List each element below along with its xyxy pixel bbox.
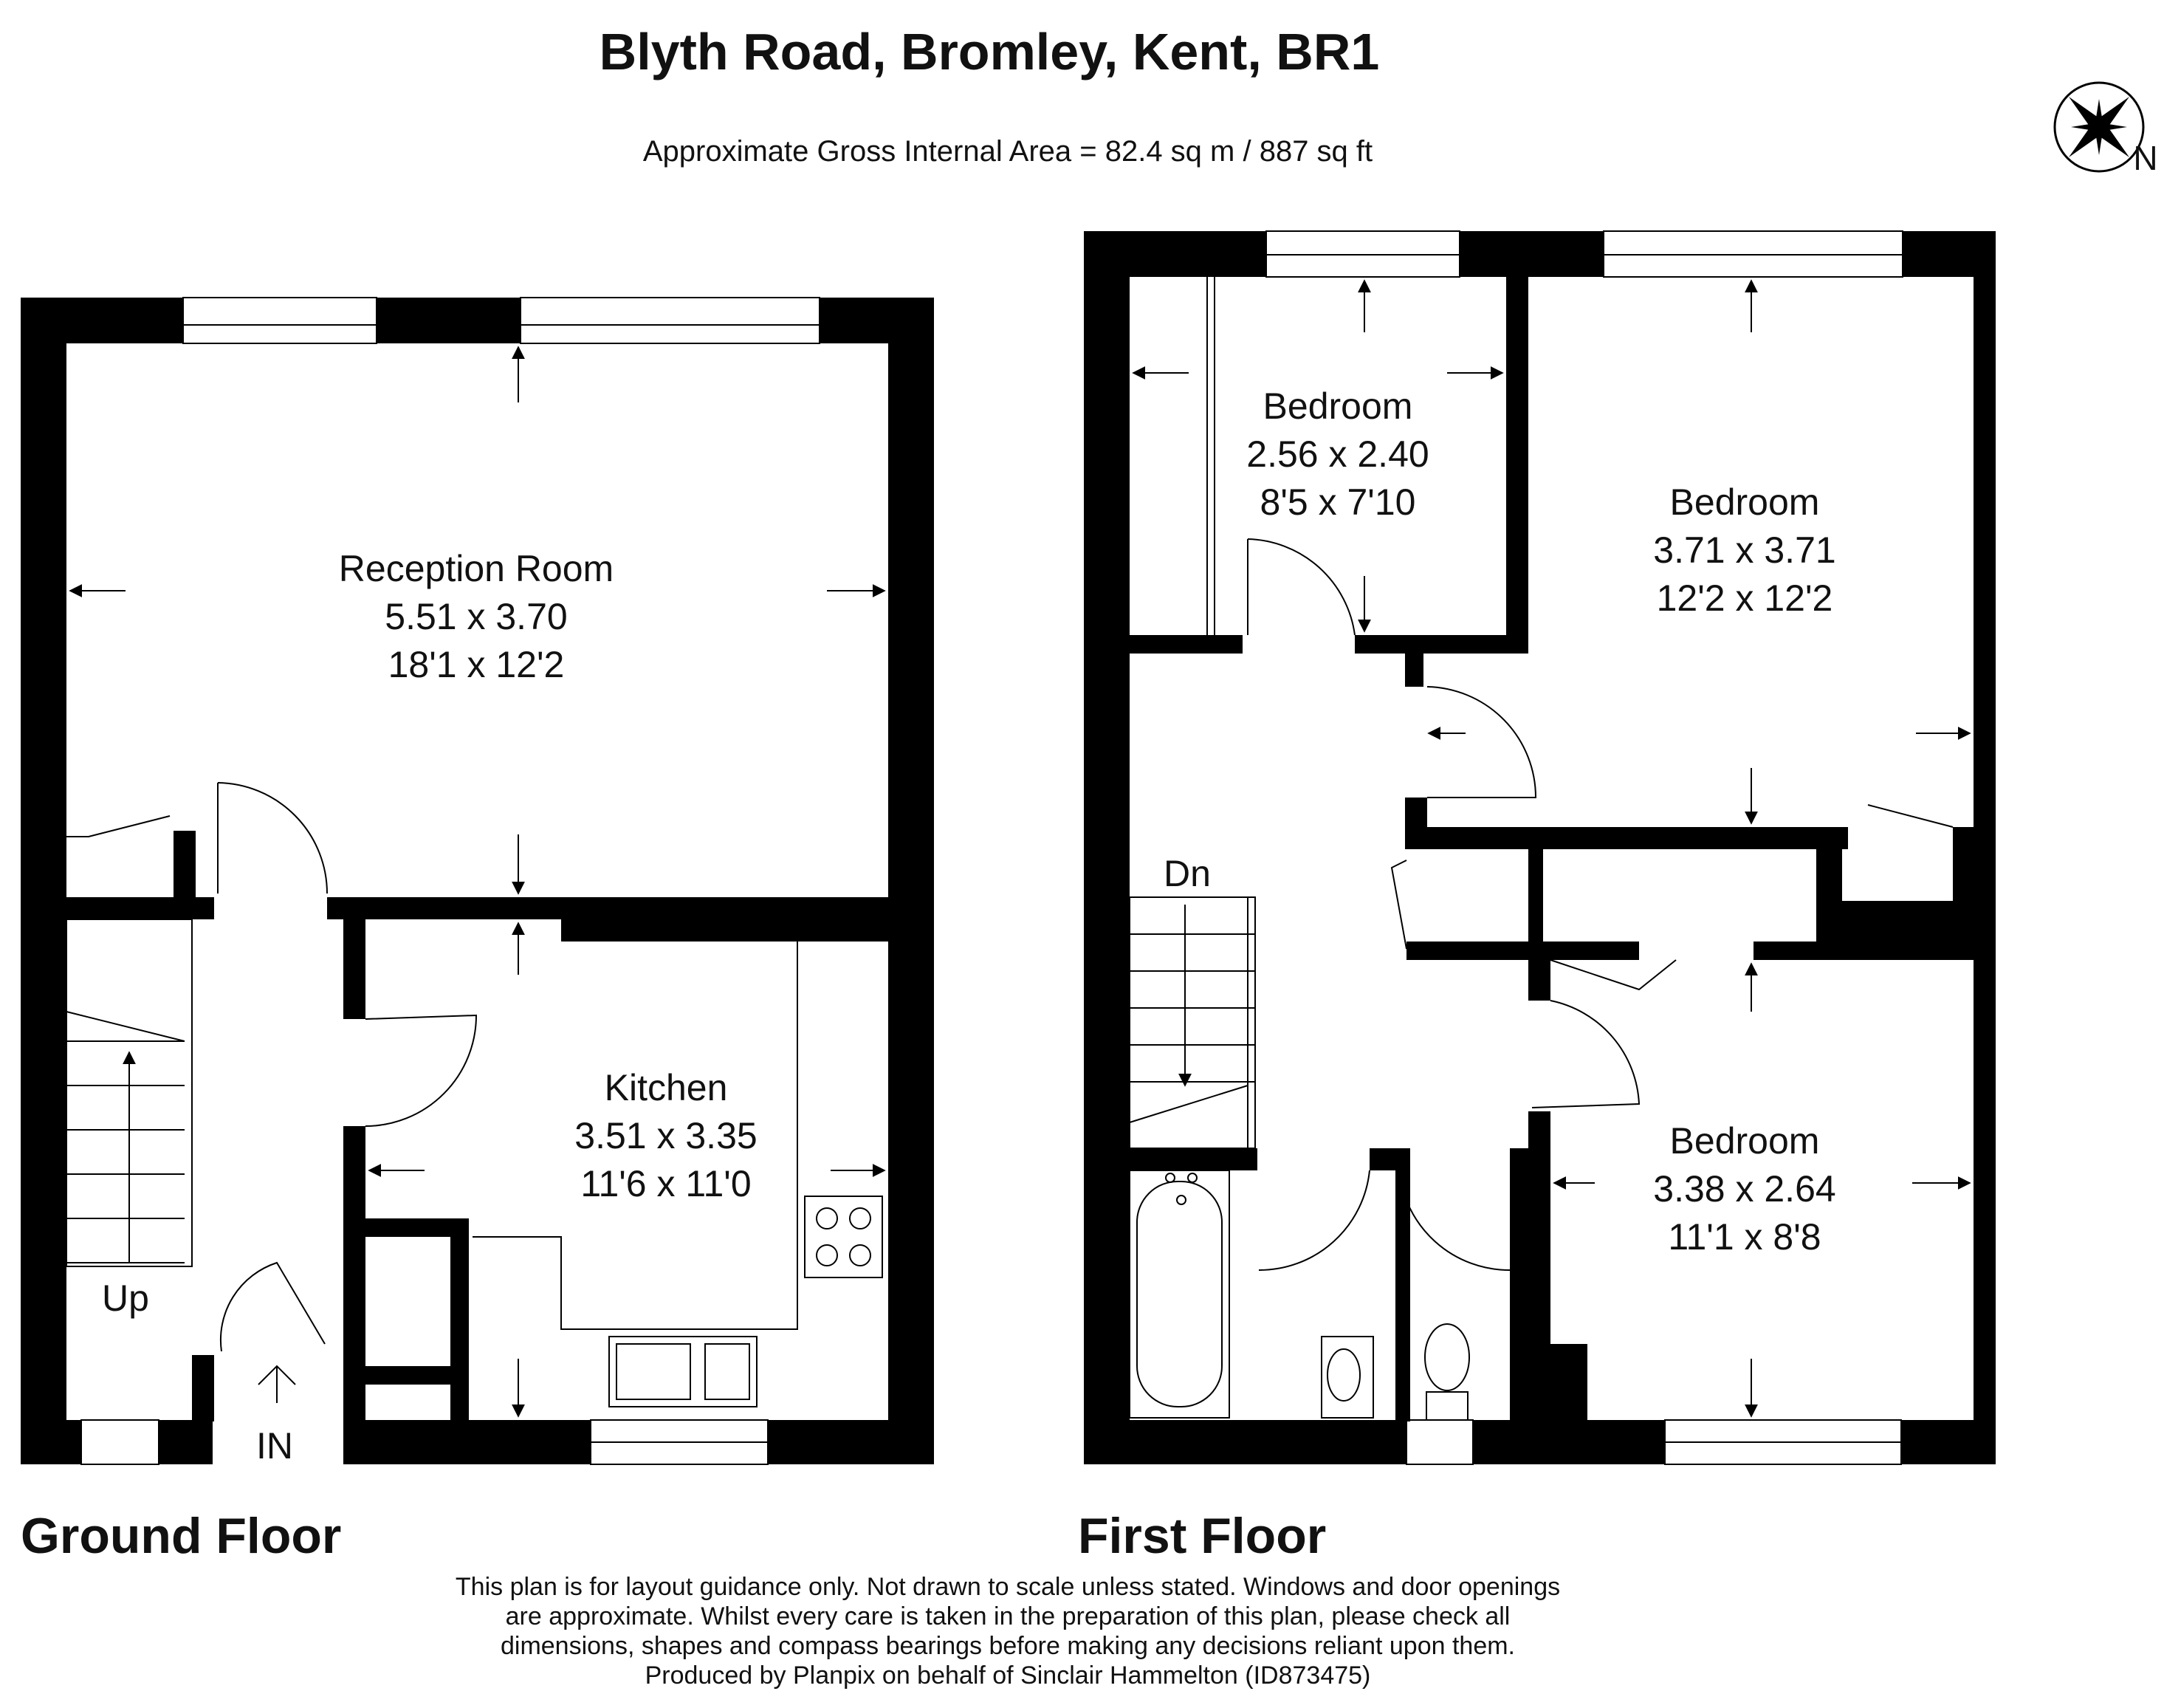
reception-room-name: Reception Room <box>339 548 614 589</box>
bedroom-large-name: Bedroom <box>1670 481 1820 523</box>
disclaimer-line-2: are approximate. Whilst every care is ta… <box>506 1602 1511 1630</box>
bedroom-large-metric: 3.71 x 3.71 <box>1653 529 1835 571</box>
reception-room-metric: 5.51 x 3.70 <box>385 596 567 637</box>
stairs-up-label: Up <box>102 1277 149 1319</box>
first-floor-label: First Floor <box>1078 1508 1326 1564</box>
disclaimer-line-3: dimensions, shapes and compass bearings … <box>501 1632 1515 1660</box>
bedroom-bottom-name: Bedroom <box>1670 1120 1820 1162</box>
kitchen-name: Kitchen <box>605 1067 728 1108</box>
page-title: Blyth Road, Bromley, Kent, BR1 <box>600 23 1380 80</box>
gross-internal-area: Approximate Gross Internal Area = 82.4 s… <box>643 135 1373 168</box>
stairs-down-label: Dn <box>1164 853 1211 894</box>
ground-floor-label: Ground Floor <box>21 1508 341 1564</box>
kitchen-metric: 3.51 x 3.35 <box>574 1115 757 1156</box>
bedroom-small-imperial: 8'5 x 7'10 <box>1260 481 1416 523</box>
bedroom-bottom-metric: 3.38 x 2.64 <box>1653 1168 1835 1210</box>
compass-icon <box>2053 81 2145 173</box>
entrance-label: IN <box>256 1425 293 1467</box>
bedroom-large-imperial: 12'2 x 12'2 <box>1657 577 1833 619</box>
first-floor-plan <box>1084 230 1996 1465</box>
disclaimer-line-1: This plan is for layout guidance only. N… <box>456 1573 1560 1601</box>
ground-floor-plan <box>21 297 934 1465</box>
bedroom-small-name: Bedroom <box>1263 385 1413 427</box>
reception-room-imperial: 18'1 x 12'2 <box>388 644 565 685</box>
compass-north-label: N <box>2133 139 2157 177</box>
kitchen-imperial: 11'6 x 11'0 <box>580 1163 751 1204</box>
disclaimer-line-4: Produced by Planpix on behalf of Sinclai… <box>645 1661 1371 1690</box>
bedroom-bottom-imperial: 11'1 x 8'8 <box>1668 1216 1821 1258</box>
bedroom-small-metric: 2.56 x 2.40 <box>1246 433 1429 475</box>
